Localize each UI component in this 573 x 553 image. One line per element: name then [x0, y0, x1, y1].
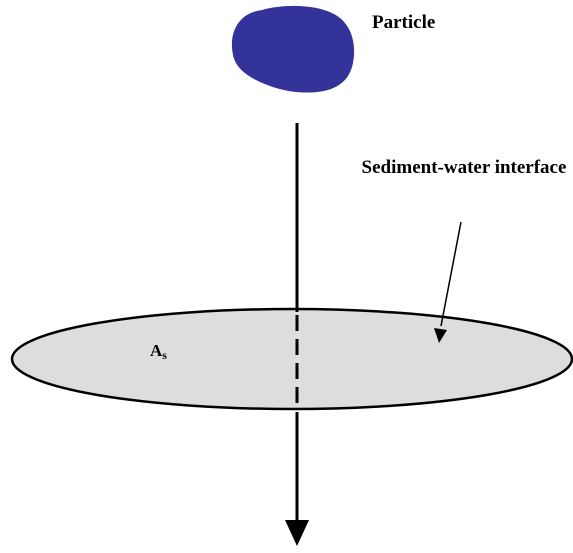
- interface-label: Sediment-water interface: [361, 157, 567, 178]
- area-label: As: [150, 341, 167, 363]
- particle-shape: [231, 5, 355, 93]
- area-label-subscript: s: [162, 348, 167, 362]
- interface-pointer-line: [440, 221, 462, 327]
- particle-label: Particle: [372, 12, 436, 33]
- settling-arrowhead: [285, 520, 309, 546]
- interface-pointer-arrowhead: [434, 328, 447, 343]
- sediment-interface-disk: [10, 307, 573, 411]
- area-label-main: A: [150, 341, 163, 360]
